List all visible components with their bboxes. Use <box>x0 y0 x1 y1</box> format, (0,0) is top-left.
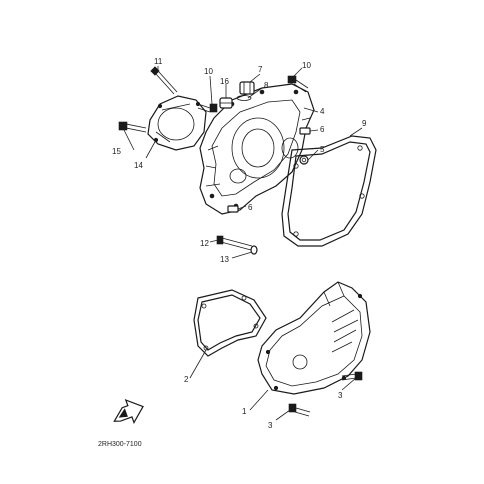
callout-12: 12 <box>200 239 209 248</box>
bolt-10-right <box>287 75 309 93</box>
dowel-6-lower <box>227 205 239 213</box>
callout-6-lower: 6 <box>248 203 253 212</box>
diagram-code: 2RH300-7100 <box>98 441 142 448</box>
bolt-10-left <box>197 103 218 113</box>
callout-10-right: 10 <box>302 61 311 70</box>
callout-6-upper: 6 <box>320 125 325 134</box>
bolt-15 <box>118 121 147 133</box>
callout-3-bottom: 3 <box>268 421 273 430</box>
front-arrow-icon <box>113 399 144 425</box>
callout-15: 15 <box>112 147 121 156</box>
screw-3-right <box>341 371 363 381</box>
callout-13: 13 <box>220 255 229 264</box>
callout-10-left: 10 <box>204 67 213 76</box>
plug-16 <box>219 97 233 109</box>
oring-9 <box>236 95 252 101</box>
crankcase-cover <box>199 83 315 215</box>
callout-1: 1 <box>242 407 247 416</box>
callout-5: 5 <box>320 145 325 154</box>
gasket-2 <box>193 289 267 357</box>
cap-8 <box>239 81 255 95</box>
callout-3-right: 3 <box>338 391 343 400</box>
dowel-6-upper <box>299 127 311 135</box>
callout-4: 4 <box>320 107 325 116</box>
pump-cover <box>147 95 207 151</box>
callout-14: 14 <box>134 161 143 170</box>
outer-cover <box>257 281 371 395</box>
washer-13 <box>250 245 258 255</box>
callout-9: 8 <box>264 81 269 90</box>
bolt-11 <box>150 66 178 95</box>
callout-7: 9 <box>362 119 367 128</box>
leader-lines <box>123 66 363 421</box>
callout-2: 2 <box>184 375 189 384</box>
callout-11: 11 <box>154 57 163 66</box>
callout-8: 7 <box>258 65 263 74</box>
gasket-7 <box>281 135 377 247</box>
callout-16: 16 <box>220 77 229 86</box>
seal-5 <box>299 155 309 165</box>
screw-3-bottom <box>288 403 311 417</box>
bolt-12 <box>216 235 253 251</box>
